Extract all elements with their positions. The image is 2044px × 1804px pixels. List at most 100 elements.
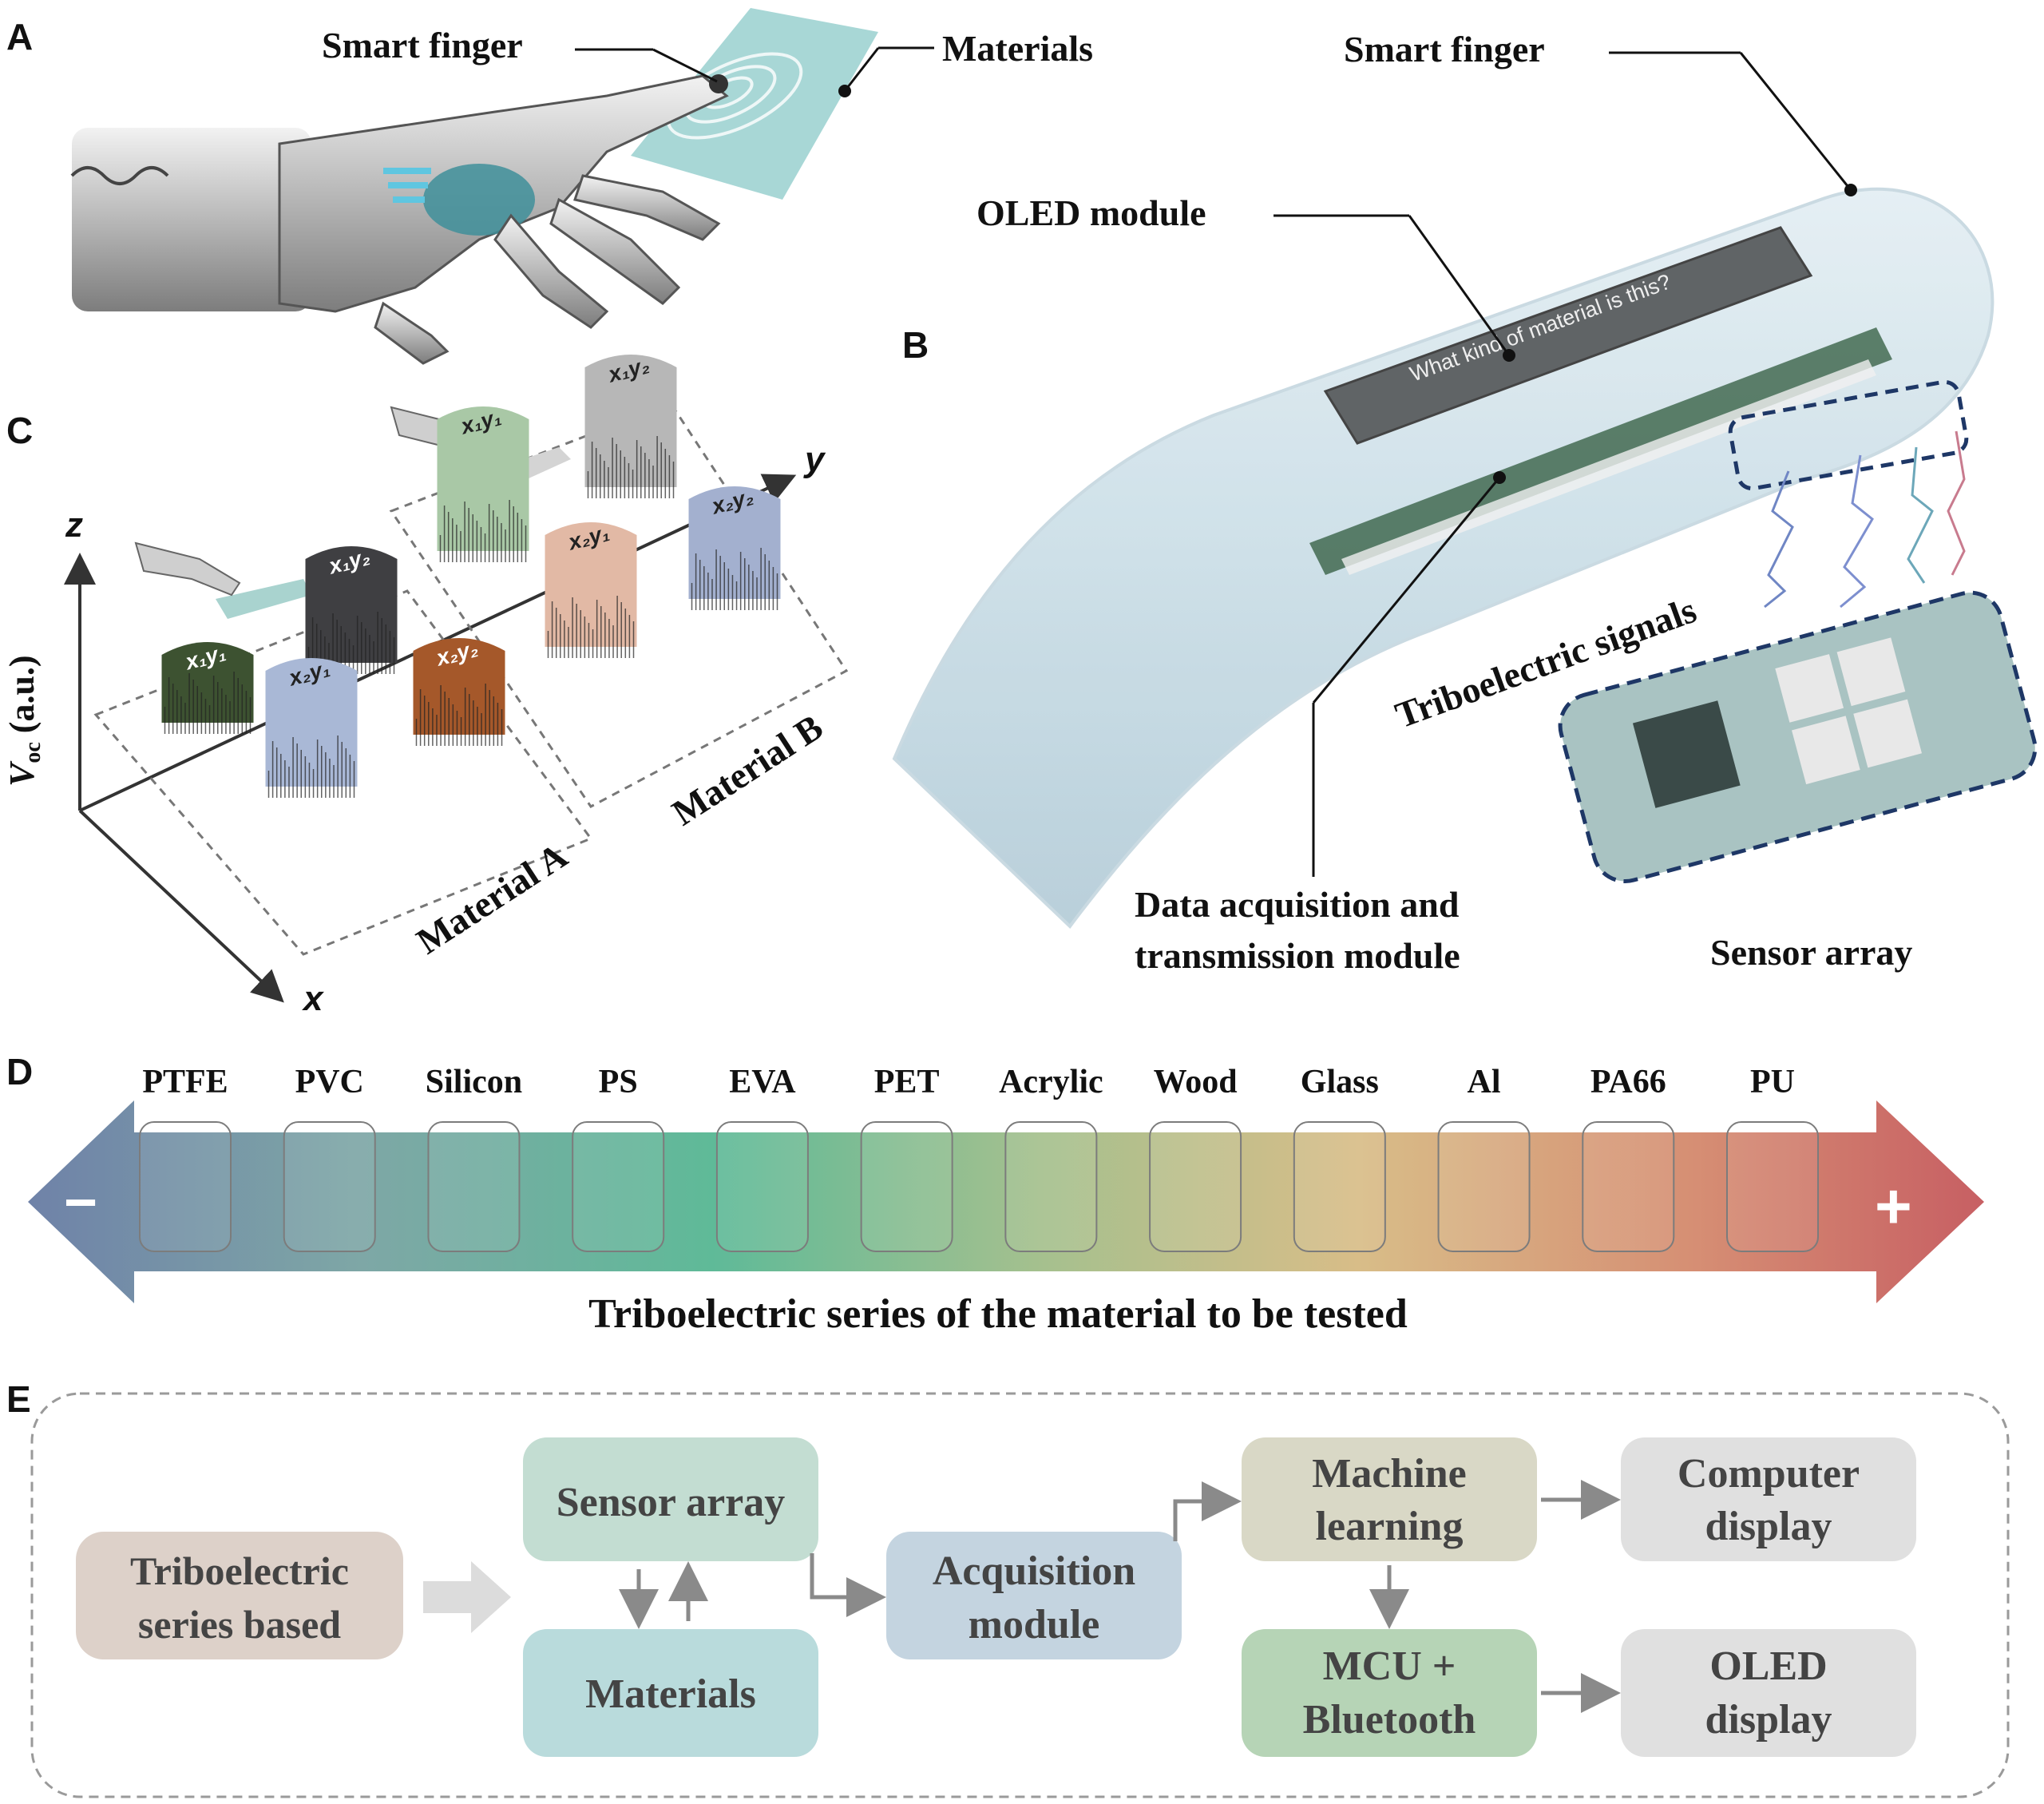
voc-block: x₂y₁ xyxy=(265,656,358,798)
material-box xyxy=(1293,1121,1386,1252)
voc-block-body xyxy=(437,406,529,551)
node-mcu-line2: Bluetooth xyxy=(1303,1697,1476,1743)
voc-block: x₂y₁ xyxy=(545,520,637,658)
label-smart-finger-b: Smart finger xyxy=(1344,29,1545,69)
robot-hand-illustration xyxy=(70,74,729,365)
material-box xyxy=(715,1121,809,1252)
node-oled-line1: OLED xyxy=(1709,1643,1827,1689)
material-box xyxy=(139,1121,232,1252)
label-material-a: Material A xyxy=(410,835,575,961)
voc-block-body xyxy=(545,522,637,647)
material-box xyxy=(1726,1121,1819,1252)
node-computer-display xyxy=(1621,1437,1916,1561)
material-b-plane xyxy=(389,402,849,808)
material-box xyxy=(860,1121,953,1252)
material-label: Al xyxy=(1468,1064,1501,1100)
voc-block: x₁y₂ xyxy=(305,544,398,674)
hand-pictogram-a xyxy=(134,541,311,619)
material-label: PA66 xyxy=(1590,1064,1666,1100)
node-oled-display xyxy=(1621,1629,1916,1757)
axis-x xyxy=(78,809,284,1003)
axis-y-label: y xyxy=(803,440,826,479)
label-oled-module: OLED module xyxy=(976,192,1206,233)
voc-block-body xyxy=(688,486,781,599)
axis-x-label: x xyxy=(302,979,324,1018)
voc-block-body xyxy=(265,658,358,787)
material-label: PTFE xyxy=(142,1064,228,1100)
node-oled-line2: display xyxy=(1705,1697,1832,1743)
panel-letter-b: B xyxy=(902,324,929,366)
material-label: PET xyxy=(874,1064,940,1100)
label-daq-line2: transmission module xyxy=(1135,935,1460,976)
flow-frame xyxy=(30,1392,2010,1798)
material-box xyxy=(283,1121,376,1252)
axis-z-label: z xyxy=(65,506,83,545)
material-box xyxy=(572,1121,665,1252)
material-box xyxy=(427,1121,521,1252)
label-daq-line1: Data acquisition and xyxy=(1135,884,1460,925)
label-materials-a: Materials xyxy=(942,28,1093,69)
label-sensor-array-b: Sensor array xyxy=(1710,932,1912,973)
material-label: Glass xyxy=(1301,1064,1379,1100)
series-caption: Triboelectric series of the material to … xyxy=(588,1291,1408,1337)
voc-block: x₁y₁ xyxy=(437,404,529,562)
voc-block-body xyxy=(413,638,505,735)
material-boxes xyxy=(139,1121,1819,1252)
node-mcu-bluetooth xyxy=(1242,1629,1537,1757)
node-sensor-array-label: Sensor array xyxy=(557,1480,785,1525)
material-label: Silicon xyxy=(426,1064,522,1100)
material-label: PVC xyxy=(295,1064,364,1100)
material-box xyxy=(1437,1121,1531,1252)
sensor-array-inset xyxy=(1558,590,2038,884)
voc-axis-label: Voc (a.u.) xyxy=(2,655,46,787)
node-computer-line2: display xyxy=(1705,1504,1832,1549)
panel-a: Smart finger Materials xyxy=(70,8,1093,365)
material-label: PU xyxy=(1750,1064,1795,1100)
voc-block: x₂y₂ xyxy=(413,636,505,746)
panel-letter-e: E xyxy=(6,1378,31,1420)
node-sensor-array xyxy=(523,1437,818,1561)
triboelectric-signal-lightning xyxy=(1764,430,1966,609)
node-acquisition-module xyxy=(886,1532,1182,1659)
node-materials xyxy=(523,1629,818,1757)
material-label: Acrylic xyxy=(999,1064,1103,1100)
panel-letter-a: A xyxy=(6,16,33,57)
material-a-plane xyxy=(93,589,593,956)
voc-block: x₁y₁ xyxy=(161,640,254,734)
panel-b: What kind of material is this? Smart fin… xyxy=(892,29,2038,976)
node-computer-line1: Computer xyxy=(1678,1451,1860,1497)
node-triboelectric-series xyxy=(76,1532,403,1659)
material-box xyxy=(1582,1121,1675,1252)
voc-block: x₂y₂ xyxy=(688,484,781,610)
oled-screen xyxy=(1323,226,1813,445)
node-acquisition-line2: module xyxy=(969,1602,1100,1647)
label-smart-finger-a: Smart finger xyxy=(322,25,523,65)
material-box xyxy=(1004,1121,1098,1252)
smart-finger-tube xyxy=(892,187,1994,930)
panel-c: z y x Voc (a.u.) x₁y₁x₁y₂x₂y₁x₂y₂x₁y₁x₁y… xyxy=(2,352,849,1018)
flow-arrow-block xyxy=(423,1561,511,1633)
panel-e: Triboelectric series based Sensor array … xyxy=(30,1392,2010,1798)
panel-letter-d: D xyxy=(6,1051,33,1092)
panel-letter-c: C xyxy=(6,410,33,451)
material-labels: PTFE PVC Silicon PS EVA PET Acrylic Wood Glass Al… xyxy=(142,1064,1795,1100)
node-ml-line2: learning xyxy=(1316,1504,1464,1549)
material-label: EVA xyxy=(729,1064,796,1100)
node-acquisition-line1: Acquisition xyxy=(933,1548,1135,1594)
node-materials-label: Materials xyxy=(585,1671,756,1717)
voc-block-body xyxy=(584,355,677,487)
voc-block-body xyxy=(305,546,398,663)
node-ml-line1: Machine xyxy=(1312,1451,1467,1497)
node-triboelectric-line1: Triboelectric xyxy=(130,1548,349,1593)
material-label: PS xyxy=(599,1064,638,1100)
node-triboelectric-line2: series based xyxy=(138,1602,341,1647)
voc-block: x₁y₂ xyxy=(584,352,677,498)
material-box xyxy=(1149,1121,1242,1252)
label-material-b: Material B xyxy=(665,706,830,833)
node-mcu-line1: MCU + xyxy=(1323,1643,1456,1689)
material-label: Wood xyxy=(1154,1064,1238,1100)
node-machine-learning xyxy=(1242,1437,1537,1561)
